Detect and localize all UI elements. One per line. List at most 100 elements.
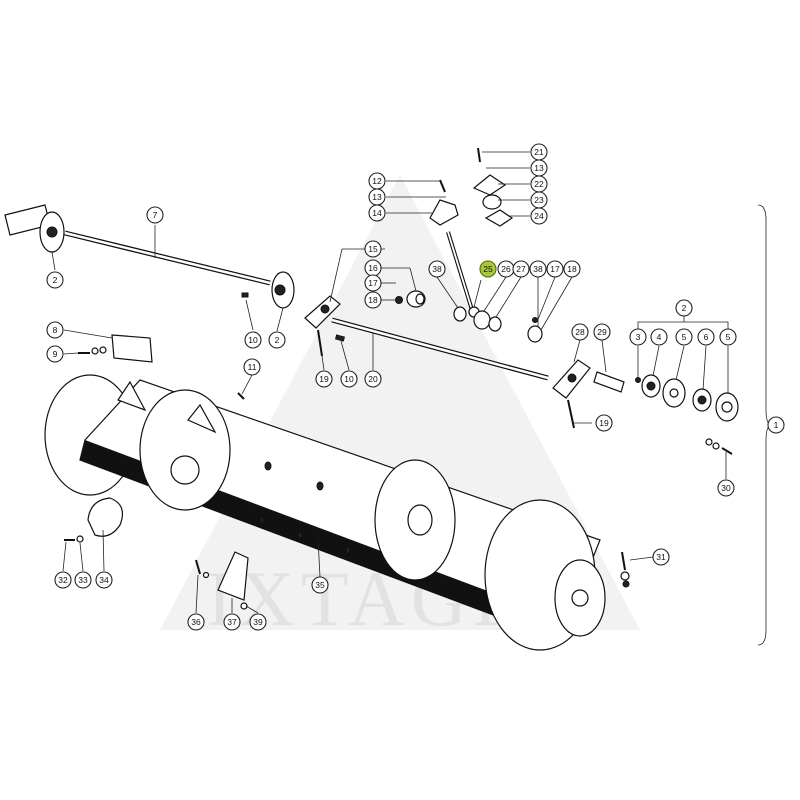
cover-plate-8: [111, 334, 153, 363]
stub-shaft: [593, 371, 625, 393]
callout-label: 15: [368, 244, 378, 254]
callout-37[interactable]: 37: [223, 613, 241, 631]
callout-label: 17: [550, 264, 560, 274]
callout-38[interactable]: 38: [529, 260, 547, 278]
callout-30[interactable]: 30: [717, 479, 735, 497]
callout-label: 13: [372, 192, 382, 202]
bushing-38-right: [527, 325, 543, 343]
top-linkage: [472, 147, 514, 227]
callout-13[interactable]: 13: [530, 159, 548, 177]
callout-label: 30: [721, 483, 731, 493]
callout-12[interactable]: 12: [368, 172, 386, 190]
callout-36[interactable]: 36: [187, 613, 205, 631]
callout-label: 5: [682, 332, 687, 342]
bearing-bracket-left: [304, 295, 341, 357]
callout-label: 25: [483, 264, 493, 274]
callout-24[interactable]: 24: [530, 207, 548, 225]
callout-label: 27: [516, 264, 526, 274]
callout-3[interactable]: 3: [629, 328, 647, 346]
callout-19[interactable]: 19: [595, 414, 613, 432]
bushing-38-left: [453, 306, 467, 322]
callout-18[interactable]: 18: [364, 291, 382, 309]
callout-10[interactable]: 10: [244, 331, 262, 349]
callout-9[interactable]: 9: [46, 345, 64, 363]
callout-label: 11: [248, 362, 257, 372]
callout-10[interactable]: 10: [340, 370, 358, 388]
callout-label: 33: [78, 575, 88, 585]
callout-8[interactable]: 8: [46, 321, 64, 339]
callout-label: 12: [372, 176, 382, 186]
callout-label: 20: [368, 374, 378, 384]
callout-11[interactable]: 11: [243, 358, 261, 376]
callout-label: 2: [682, 303, 687, 313]
callout-label: 39: [253, 617, 263, 627]
callout-17[interactable]: 17: [546, 260, 564, 278]
callout-label: 29: [597, 327, 607, 337]
callout-15[interactable]: 15: [364, 240, 382, 258]
callout-label: 18: [567, 264, 577, 274]
callout-28[interactable]: 28: [571, 323, 589, 341]
callout-13[interactable]: 13: [368, 188, 386, 206]
callout-20[interactable]: 20: [364, 370, 382, 388]
callout-label: 19: [319, 374, 329, 384]
bearing-bracket-right: [552, 359, 591, 429]
callout-27[interactable]: 27: [512, 260, 530, 278]
cross-shaft: [331, 317, 549, 381]
callout-1[interactable]: 1: [767, 416, 785, 434]
callout-23[interactable]: 23: [530, 191, 548, 209]
callout-label: 23: [534, 195, 544, 205]
callout-label: 2: [53, 275, 58, 285]
long-shaft: [64, 230, 271, 286]
callout-7[interactable]: 7: [146, 206, 164, 224]
callout-39[interactable]: 39: [249, 613, 267, 631]
callout-29[interactable]: 29: [593, 323, 611, 341]
callout-2[interactable]: 2: [675, 299, 693, 317]
callout-21[interactable]: 21: [530, 143, 548, 161]
bearing-set: [635, 374, 739, 422]
callout-label: 26: [501, 264, 511, 274]
callouts: 1 2 2 2 3 4 5 6 5 7 8 9 10 10 11 12 13 1…: [46, 143, 785, 631]
bolt-set-36: [195, 559, 248, 610]
collar: [473, 310, 502, 332]
bolt-set-31: [620, 551, 630, 588]
callout-33[interactable]: 33: [74, 571, 92, 589]
callout-2[interactable]: 2: [46, 271, 64, 289]
callout-38[interactable]: 38: [428, 260, 446, 278]
callout-label: 14: [372, 208, 382, 218]
callout-22[interactable]: 22: [530, 175, 548, 193]
callout-label: 38: [432, 264, 442, 274]
callout-label: 16: [368, 263, 378, 273]
callout-19[interactable]: 19: [315, 370, 333, 388]
callout-17[interactable]: 17: [364, 274, 382, 292]
callout-label: 36: [191, 617, 201, 627]
bolt-set-9: [78, 346, 107, 355]
callout-26[interactable]: 26: [497, 260, 515, 278]
callout-31[interactable]: 31: [652, 548, 670, 566]
callout-34[interactable]: 34: [95, 571, 113, 589]
callout-6[interactable]: 6: [697, 328, 715, 346]
ring-18: [395, 296, 403, 304]
callout-label: 21: [534, 147, 544, 157]
callout-label: 24: [534, 211, 544, 221]
auger-assembly: [44, 374, 606, 651]
callout-5[interactable]: 5: [719, 328, 737, 346]
callout-32[interactable]: 32: [54, 571, 72, 589]
pin-10: [335, 334, 345, 342]
callout-label: 19: [599, 418, 609, 428]
callout-2[interactable]: 2: [268, 331, 286, 349]
callout-label: 38: [533, 264, 543, 274]
callout-25-highlighted[interactable]: 25: [479, 260, 497, 278]
callout-35[interactable]: 35: [311, 576, 329, 594]
callout-16[interactable]: 16: [364, 259, 382, 277]
callout-5[interactable]: 5: [675, 328, 693, 346]
callout-18[interactable]: 18: [563, 260, 581, 278]
leader-lines: [51, 151, 729, 614]
callout-label: 35: [315, 580, 325, 590]
callout-4[interactable]: 4: [650, 328, 668, 346]
callout-label: 34: [99, 575, 109, 585]
callout-label: 22: [534, 179, 544, 189]
bushing-16: [406, 290, 426, 308]
callout-14[interactable]: 14: [368, 204, 386, 222]
callout-label: 10: [344, 374, 354, 384]
